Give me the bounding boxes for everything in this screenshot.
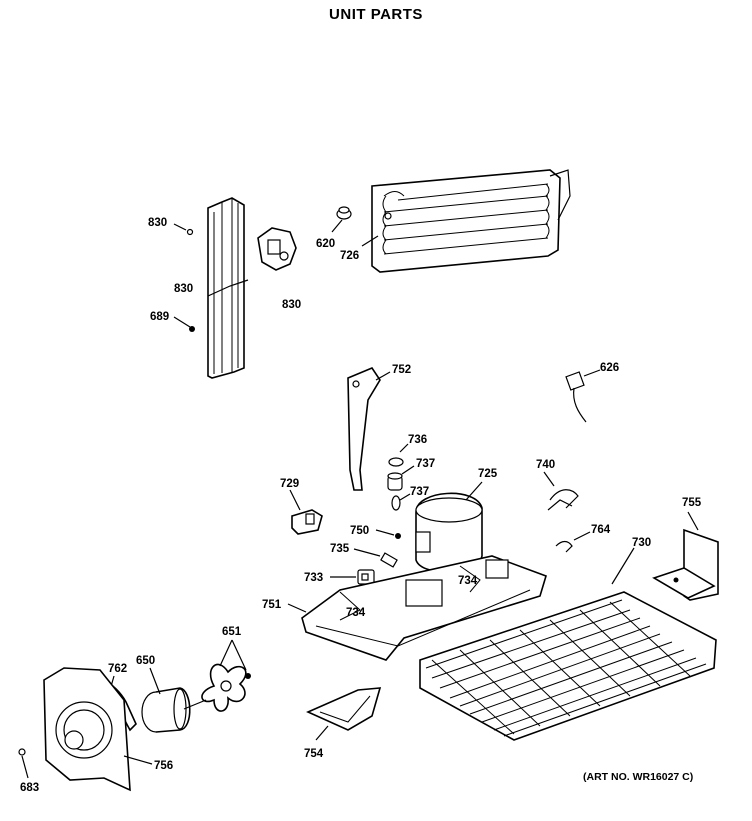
part-830-channel <box>207 197 249 379</box>
label-620: 620 <box>316 238 335 250</box>
part-733-protector <box>330 569 375 585</box>
part-752-bracket <box>347 367 391 491</box>
label-730: 730 <box>632 537 651 549</box>
label-650: 650 <box>136 655 155 667</box>
label-754: 754 <box>304 748 324 760</box>
label-626: 626 <box>600 362 619 374</box>
part-740-clip <box>543 471 579 511</box>
label-751: 751 <box>262 599 282 611</box>
label-752: 752 <box>392 364 411 376</box>
label-734-left: 734 <box>346 607 366 619</box>
part-756-shroud <box>43 667 153 792</box>
label-726: 726 <box>340 250 359 262</box>
part-764-clip <box>555 531 591 553</box>
label-734-right: 734 <box>458 575 478 587</box>
part-750-screw <box>375 529 401 539</box>
part-830-screw <box>173 223 194 236</box>
label-733: 733 <box>304 572 323 584</box>
label-830-bracket: 830 <box>282 299 301 311</box>
label-737-top: 737 <box>416 458 435 470</box>
part-830-bracket <box>257 227 297 271</box>
part-754-bracket <box>306 687 382 741</box>
label-735: 735 <box>330 543 350 555</box>
label-689: 689 <box>150 311 169 323</box>
part-626-cord <box>565 369 601 423</box>
label-830-channel: 830 <box>174 283 193 295</box>
part-751-base <box>287 555 547 661</box>
label-755: 755 <box>682 497 702 509</box>
art-number: (ART NO. WR16027 C) <box>583 771 694 783</box>
part-725-compressor <box>415 481 483 573</box>
label-762: 762 <box>108 663 127 675</box>
part-683-screw <box>18 748 29 779</box>
part-620-grommet <box>331 206 352 233</box>
part-736-737-grommets <box>387 443 415 511</box>
label-737-bottom: 737 <box>410 486 429 498</box>
part-726-condenser <box>361 169 571 273</box>
label-683: 683 <box>20 782 39 794</box>
label-830-screw: 830 <box>148 217 167 229</box>
part-735-clip <box>353 548 398 568</box>
part-689-screw <box>173 316 195 332</box>
label-750: 750 <box>350 525 369 537</box>
diagram-title: UNIT PARTS <box>329 6 423 23</box>
part-650-motor <box>141 667 207 733</box>
label-651: 651 <box>222 626 242 638</box>
part-729-relay <box>289 489 323 535</box>
part-730-grid <box>419 547 717 741</box>
label-764: 764 <box>591 524 611 536</box>
part-755-bracket <box>652 511 719 601</box>
label-740: 740 <box>536 459 555 471</box>
label-756: 756 <box>154 760 173 772</box>
part-651-fan-blade <box>201 639 251 712</box>
label-729: 729 <box>280 478 299 490</box>
label-736: 736 <box>408 434 427 446</box>
label-725: 725 <box>478 468 498 480</box>
